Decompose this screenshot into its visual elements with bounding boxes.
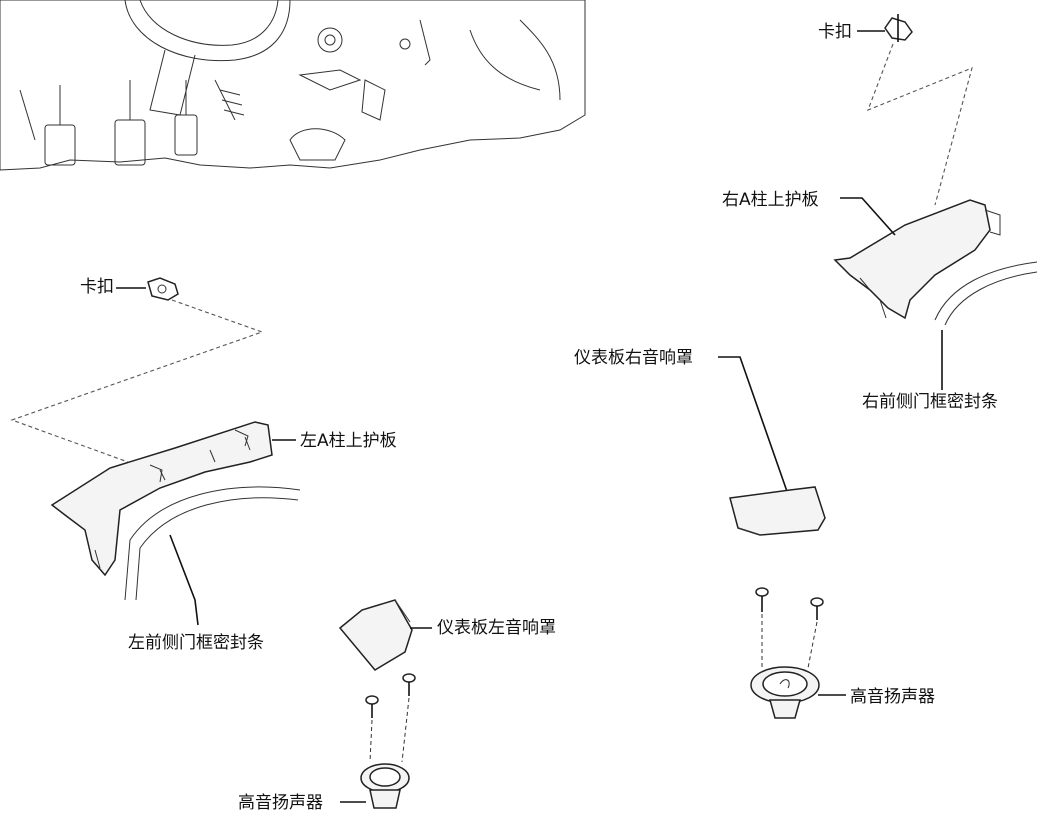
screw-left-1	[365, 695, 379, 718]
screw-right-2-guide	[807, 621, 818, 669]
instrument-panel-right-speaker-cover-part	[729, 486, 826, 536]
tweeter-left-part	[360, 763, 410, 809]
instrument-panel-right-speaker-cover-label: 仪表板右音响罩	[574, 348, 693, 368]
left-a-pillar-upper-trim-part	[50, 421, 273, 577]
right-a-pillar-upper-trim-part	[833, 199, 1001, 320]
screw-left-2	[402, 673, 416, 696]
screw-right-1	[755, 587, 769, 612]
clip-left-label: 卡扣	[80, 277, 114, 297]
screw-right-2	[810, 597, 824, 620]
tweeter-right-label: 高音扬声器	[850, 687, 935, 707]
instrument-panel-left-speaker-cover-part	[338, 599, 413, 671]
clip-left-part	[147, 277, 179, 301]
clip-top-right-leader	[867, 43, 973, 206]
right-a-pillar-upper-trim-label: 右A柱上护板	[722, 190, 819, 210]
left-front-door-frame-seal-leader	[169, 534, 199, 626]
instrument-panel-right-speaker-cover-leader	[718, 356, 791, 501]
clip-top-right-label: 卡扣	[818, 22, 852, 42]
tweeter-right-part	[750, 666, 820, 719]
tweeter-left-label: 高音扬声器	[238, 793, 323, 813]
left-front-door-frame-seal-label: 左前侧门框密封条	[128, 633, 264, 653]
screw-left-2-guide	[401, 697, 410, 763]
instrument-panel-left-speaker-cover-label: 仪表板左音响罩	[437, 618, 556, 638]
right-front-door-frame-seal-part	[934, 261, 1038, 326]
dashboard-overview-sketch	[0, 0, 586, 171]
left-a-pillar-upper-trim-label: 左A柱上护板	[300, 431, 397, 451]
left-front-door-frame-seal-part	[124, 486, 301, 601]
right-front-door-frame-seal-label: 右前侧门框密封条	[862, 392, 998, 412]
screw-left-1-guide	[369, 719, 373, 763]
right-a-pillar-upper-trim-leader	[840, 197, 896, 236]
clip-top-right-part	[857, 14, 913, 42]
